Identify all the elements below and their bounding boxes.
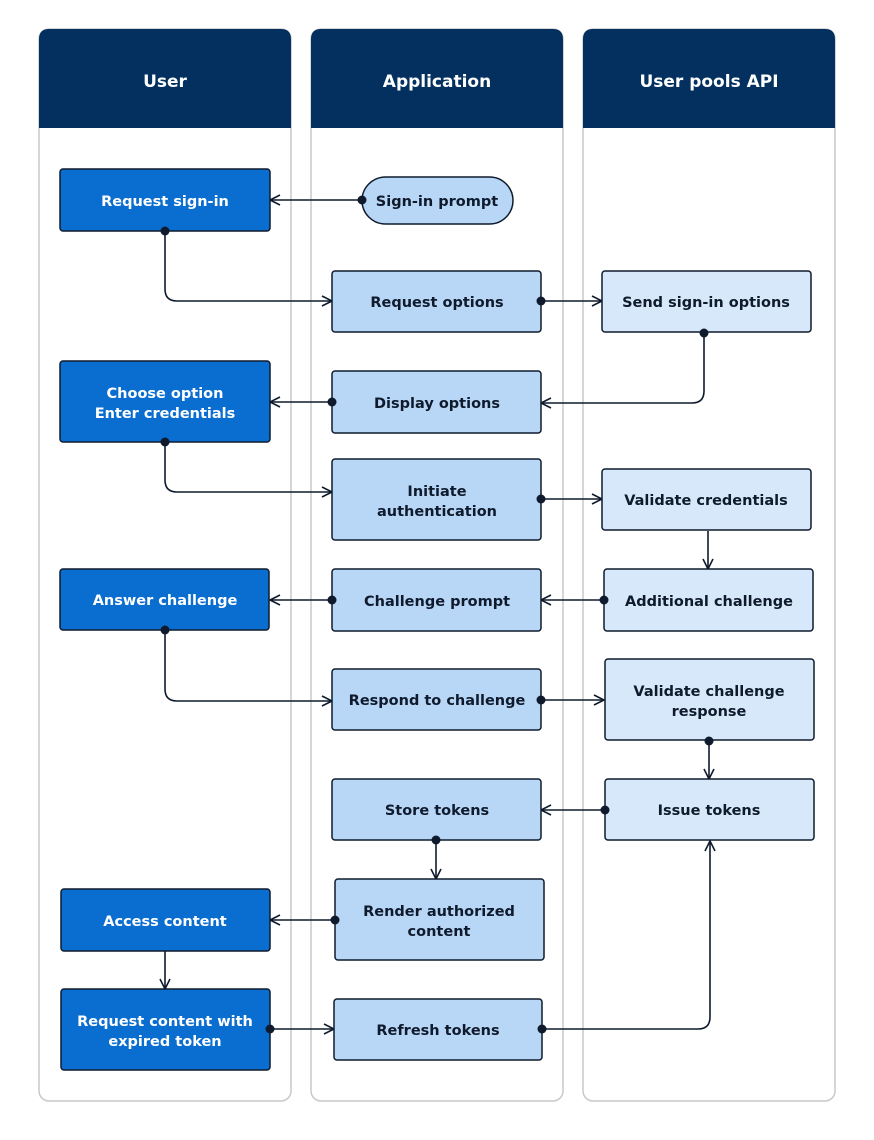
lane-header-application bbox=[311, 29, 563, 128]
svg-text:Request options: Request options bbox=[370, 295, 503, 311]
svg-text:response: response bbox=[672, 704, 747, 720]
node-answer-challenge: Answer challenge bbox=[59, 568, 270, 631]
lane-title-application: Application bbox=[383, 72, 491, 92]
svg-text:Sign-in prompt: Sign-in prompt bbox=[376, 194, 498, 210]
node-send-sign-in-options: Send sign-in options bbox=[601, 270, 812, 333]
node-request-content-expired: Request content with expired token bbox=[60, 988, 271, 1071]
svg-text:Issue tokens: Issue tokens bbox=[658, 803, 761, 819]
connector-dot bbox=[431, 835, 441, 845]
node-initiate-authentication: Initiate authentication bbox=[331, 458, 542, 541]
lane-header-user-pools-api bbox=[583, 29, 835, 128]
connector-answer-challenge-to-respond bbox=[164, 630, 332, 701]
connector-dot bbox=[160, 437, 170, 447]
connector-dot bbox=[327, 397, 337, 407]
node-choose-option: Choose option Enter credentials bbox=[59, 360, 271, 443]
node-issue-tokens: Issue tokens bbox=[604, 778, 815, 841]
svg-text:Request sign-in: Request sign-in bbox=[101, 194, 229, 210]
node-sign-in-prompt: Sign-in prompt bbox=[361, 176, 514, 225]
connector-choose-option-to-initiate-auth bbox=[164, 442, 332, 492]
node-challenge-prompt: Challenge prompt bbox=[331, 568, 542, 632]
node-respond-to-challenge: Respond to challenge bbox=[331, 668, 542, 731]
lane-header-user bbox=[39, 29, 291, 128]
lane-user: User bbox=[38, 28, 292, 1102]
connector-dot bbox=[699, 328, 709, 338]
connector-dot bbox=[599, 595, 609, 605]
connector-dot bbox=[327, 595, 337, 605]
connector-dot bbox=[536, 494, 546, 504]
svg-text:Validate credentials: Validate credentials bbox=[624, 493, 788, 509]
svg-text:Answer challenge: Answer challenge bbox=[93, 593, 238, 609]
connector-refresh-tokens-to-issue-tokens bbox=[542, 841, 710, 1030]
connector-dot bbox=[160, 226, 170, 236]
node-store-tokens: Store tokens bbox=[331, 778, 542, 841]
node-request-sign-in: Request sign-in bbox=[59, 168, 271, 232]
lane-title-user: User bbox=[143, 72, 187, 92]
node-display-options: Display options bbox=[331, 370, 542, 434]
svg-text:Enter credentials: Enter credentials bbox=[95, 406, 236, 422]
node-additional-challenge: Additional challenge bbox=[603, 568, 814, 632]
svg-text:Validate challenge: Validate challenge bbox=[633, 684, 784, 700]
svg-text:Display options: Display options bbox=[374, 396, 500, 412]
node-render-authorized-content: Render authorized content bbox=[334, 878, 545, 961]
node-validate-challenge-response: Validate challenge response bbox=[604, 658, 815, 741]
node-refresh-tokens: Refresh tokens bbox=[333, 998, 543, 1061]
svg-text:authentication: authentication bbox=[377, 504, 497, 520]
svg-text:Request content with: Request content with bbox=[77, 1014, 253, 1030]
svg-text:Send sign-in options: Send sign-in options bbox=[622, 295, 790, 311]
svg-text:Initiate: Initiate bbox=[407, 484, 466, 500]
svg-text:Refresh tokens: Refresh tokens bbox=[376, 1023, 499, 1039]
lane-title-user-pools-api: User pools API bbox=[639, 72, 778, 92]
connector-request-sign-in-to-request-options bbox=[164, 231, 332, 301]
connector-dot bbox=[160, 625, 170, 635]
connector-dot bbox=[704, 736, 714, 746]
node-access-content: Access content bbox=[60, 888, 271, 952]
node-validate-credentials: Validate credentials bbox=[601, 468, 812, 531]
connector-dot bbox=[536, 296, 546, 306]
svg-text:Access content: Access content bbox=[103, 914, 227, 930]
svg-text:Store tokens: Store tokens bbox=[385, 803, 489, 819]
connector-dot bbox=[357, 195, 367, 205]
connector-dot bbox=[536, 695, 546, 705]
svg-text:Render authorized: Render authorized bbox=[363, 904, 515, 920]
svg-text:Challenge prompt: Challenge prompt bbox=[364, 594, 510, 610]
svg-text:expired token: expired token bbox=[108, 1034, 221, 1050]
svg-text:Choose option: Choose option bbox=[107, 386, 224, 402]
connector-dot bbox=[600, 805, 610, 815]
svg-text:Additional challenge: Additional challenge bbox=[625, 594, 793, 610]
svg-text:Respond to challenge: Respond to challenge bbox=[349, 693, 526, 709]
lane-user-pools-api: User pools API bbox=[582, 28, 836, 1102]
connector-send-options-to-display-options bbox=[541, 333, 705, 403]
node-request-options: Request options bbox=[331, 270, 542, 333]
svg-text:content: content bbox=[408, 924, 471, 940]
connector-dot bbox=[265, 1024, 275, 1034]
connector-dot bbox=[330, 915, 340, 925]
connector-dot bbox=[537, 1024, 547, 1034]
